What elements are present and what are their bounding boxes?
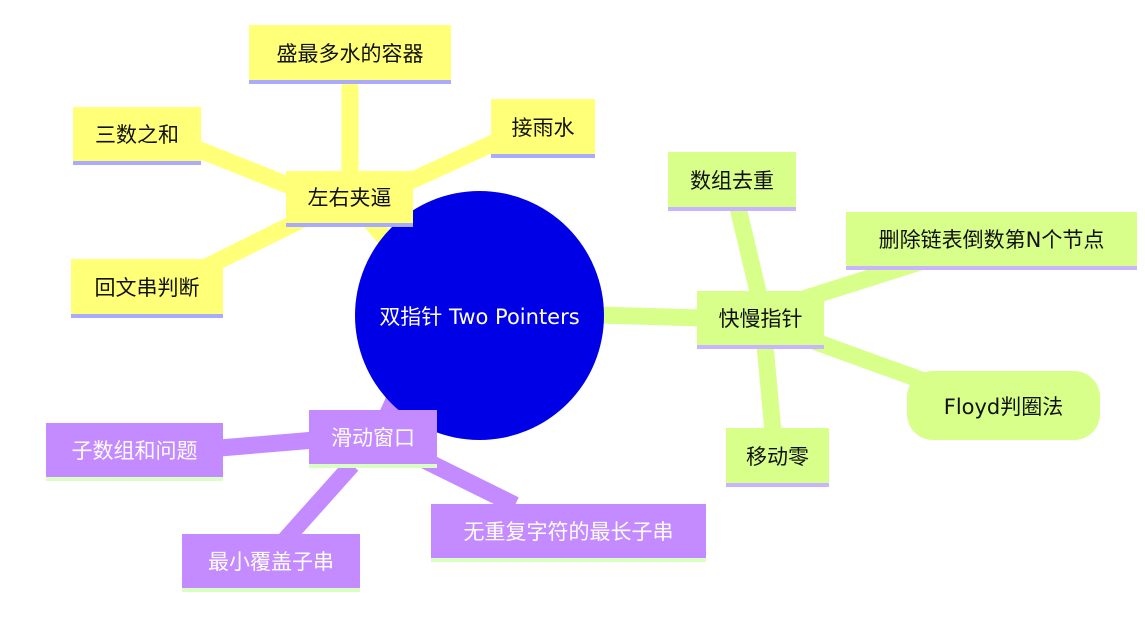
node-palindrome-label: 回文串判断 (94, 275, 200, 300)
edge-fast-slow-floyd (802, 330, 938, 393)
node-container-most-water: 盛最多水的容器 (249, 25, 451, 84)
node-left-right-label: 左右夹逼 (307, 186, 392, 210)
node-floyd-cycle-label: Floyd判圈法 (943, 394, 1064, 419)
node-longest-substring: 无重复字符的最长子串 (431, 504, 706, 562)
root-node: 双指针 Two Pointers (355, 191, 604, 440)
node-floyd-cycle: Floyd判圈法 (907, 371, 1100, 440)
edge-fast-slow-dedupe (729, 206, 769, 302)
node-palindrome: 回文串判断 (71, 259, 223, 318)
node-longest-substring-label: 无重复字符的最长子串 (463, 520, 674, 544)
node-subarray-sum-label: 子数组和问题 (71, 439, 198, 463)
edge-sliding-window-subarray (219, 431, 316, 457)
node-trap-rain-water: 接雨水 (491, 99, 595, 158)
edge-sliding-window-min-window (278, 459, 359, 546)
node-subarray-sum: 子数组和问题 (46, 423, 223, 481)
node-array-dedupe: 数组去重 (668, 152, 796, 211)
node-sliding-window-label: 滑动窗口 (331, 426, 415, 450)
node-three-sum-label: 三数之和 (95, 123, 179, 147)
node-move-zeroes-label: 移动零 (746, 444, 809, 469)
edge-root-fast-slow (599, 306, 701, 327)
edge-fast-slow-move-zero (756, 344, 782, 433)
node-fast-slow-label: 快慢指针 (718, 307, 803, 331)
node-container-most-water-label: 盛最多水的容器 (276, 41, 424, 66)
node-remove-nth-from-end: 删除链表倒数第N个节点 (846, 212, 1137, 270)
edge-left-right-three-sum (191, 140, 304, 198)
node-trap-rain-water-label: 接雨水 (511, 115, 575, 140)
node-left-right: 左右夹逼 (286, 171, 413, 227)
node-min-window-substring: 最小覆盖子串 (182, 534, 360, 592)
node-array-dedupe-label: 数组去重 (690, 168, 774, 193)
root-label: 双指针 Two Pointers (379, 304, 580, 329)
node-three-sum: 三数之和 (73, 107, 201, 165)
node-sliding-window: 滑动窗口 (309, 410, 437, 468)
node-move-zeroes: 移动零 (726, 428, 829, 487)
node-min-window-substring-label: 最小覆盖子串 (208, 550, 334, 574)
node-fast-slow: 快慢指针 (697, 291, 824, 349)
node-remove-nth-from-end-label: 删除链表倒数第N个节点 (878, 228, 1105, 252)
